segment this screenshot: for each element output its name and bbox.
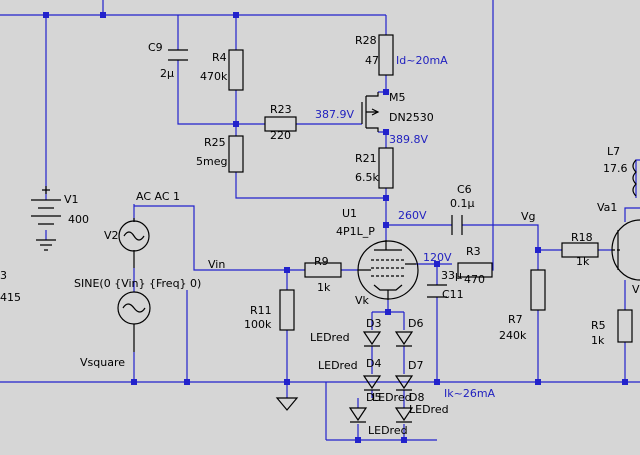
r21-value: 6.5k [355, 171, 379, 184]
v2-sine-spec: SINE(0 {Vin} {Freq} 0) [74, 277, 202, 290]
vsquare-ref: Vsquare [80, 356, 125, 369]
d5-d8-led-label: LEDred [368, 424, 408, 437]
l7-ref: L7 [607, 145, 621, 158]
mosfet-m5 [361, 92, 380, 132]
r18-ref: R18 [571, 231, 593, 244]
r11-ref: R11 [250, 304, 272, 317]
d5-value: LEDred [372, 391, 412, 404]
d5-ref: D5 [366, 391, 382, 404]
v2-ac-spec: AC AC 1 [136, 190, 181, 203]
resistor-r21 [378, 147, 394, 189]
va1-net-label: Va1 [597, 201, 618, 214]
r25-ref: R25 [204, 136, 226, 149]
r23-ref: R23 [270, 103, 292, 116]
v1-ref: V1 [64, 193, 79, 206]
d4-ref: D4 [366, 357, 382, 370]
tube-u1 [357, 240, 419, 300]
r21-ref: R21 [355, 152, 377, 165]
edge-cut-label-3: 3 [0, 269, 7, 282]
r9-ref: R9 [314, 255, 329, 268]
r4-ref: R4 [212, 51, 227, 64]
ground-symbol [275, 397, 299, 411]
resistor-r28 [378, 34, 394, 76]
resistor-r25 [228, 135, 244, 173]
square-source-vsquare [117, 291, 151, 352]
d8-ref: D8 [409, 391, 425, 404]
r4-value: 470k [200, 70, 228, 83]
drain-current-annotation: Id~20mA [396, 54, 448, 67]
r9-value: 1k [317, 281, 331, 294]
r5-ref: R5 [591, 319, 606, 332]
led-d5 [348, 407, 368, 423]
vg-net-label: Vg [521, 210, 536, 223]
capacitor-c6 [451, 215, 463, 235]
resistor-r23 [264, 116, 297, 132]
vk-net-label: Vk [355, 294, 369, 307]
d8-value: LEDred [409, 403, 449, 416]
r3-ref: R3 [466, 245, 481, 258]
tube-right-partial [611, 219, 640, 281]
c9-ref: C9 [148, 41, 163, 54]
u1-value: 4P1L_P [336, 225, 375, 238]
edge-cut-label-v: V [632, 283, 640, 296]
led-d7 [394, 375, 414, 391]
source-voltage-annotation: 389.8V [389, 133, 429, 146]
d4-value: LEDred [318, 359, 358, 372]
resistor-r11 [279, 289, 295, 331]
v2-ref: V2 [104, 229, 119, 242]
capacitor-c9 [168, 49, 188, 61]
edge-cut-label-415: 415 [0, 291, 21, 304]
m5-ref: M5 [389, 91, 406, 104]
led-d4 [362, 375, 382, 391]
c11-ref: C11 [442, 288, 464, 301]
d7-ref: D7 [408, 359, 424, 372]
l7-value: 17.6 [603, 162, 628, 175]
vin-net-label: Vin [208, 258, 226, 271]
r5-value: 1k [591, 334, 605, 347]
led-d8 [394, 407, 414, 423]
cathode-current-annotation: Ik~26mA [444, 387, 496, 400]
c6-ref: C6 [457, 183, 472, 196]
junction-dots [43, 12, 628, 443]
v1-value: 400 [68, 213, 89, 226]
gate-voltage-annotation: 387.9V [315, 108, 355, 121]
led-d6 [394, 331, 414, 347]
r7-ref: R7 [508, 313, 523, 326]
plate-voltage-annotation: 260V [398, 209, 427, 222]
d6-ref: D6 [408, 317, 424, 330]
resistor-r4 [228, 49, 244, 91]
r18-value: 1k [576, 255, 590, 268]
r28-ref: R28 [355, 34, 377, 47]
screen-voltage-annotation: 120V [423, 251, 452, 264]
r23-value: 220 [270, 129, 291, 142]
ac-source-v2 [118, 218, 150, 268]
c11-value: 33µ [441, 269, 462, 282]
inductor-l7 [632, 159, 637, 197]
resistor-r5 [617, 309, 633, 343]
d3-value: LEDred [310, 331, 350, 344]
m5-value: DN2530 [389, 111, 434, 124]
battery-v1 [31, 186, 61, 251]
resistor-r18 [561, 242, 599, 258]
r28-value: 47 [365, 54, 379, 67]
resistor-r7 [530, 269, 546, 311]
c9-value: 2µ [160, 67, 174, 80]
c6-value: 0.1µ [450, 197, 475, 210]
resistor-r3-body [457, 262, 493, 278]
r25-value: 5meg [196, 155, 228, 168]
u1-ref: U1 [342, 207, 358, 220]
wires [0, 0, 640, 441]
r7-value: 240k [499, 329, 527, 342]
led-d3 [362, 331, 382, 347]
capacitor-c11 [427, 284, 447, 298]
resistor-r9 [304, 262, 342, 278]
d3-ref: D3 [366, 317, 382, 330]
r11-value: 100k [244, 318, 272, 331]
r3-value: 470 [464, 273, 485, 286]
